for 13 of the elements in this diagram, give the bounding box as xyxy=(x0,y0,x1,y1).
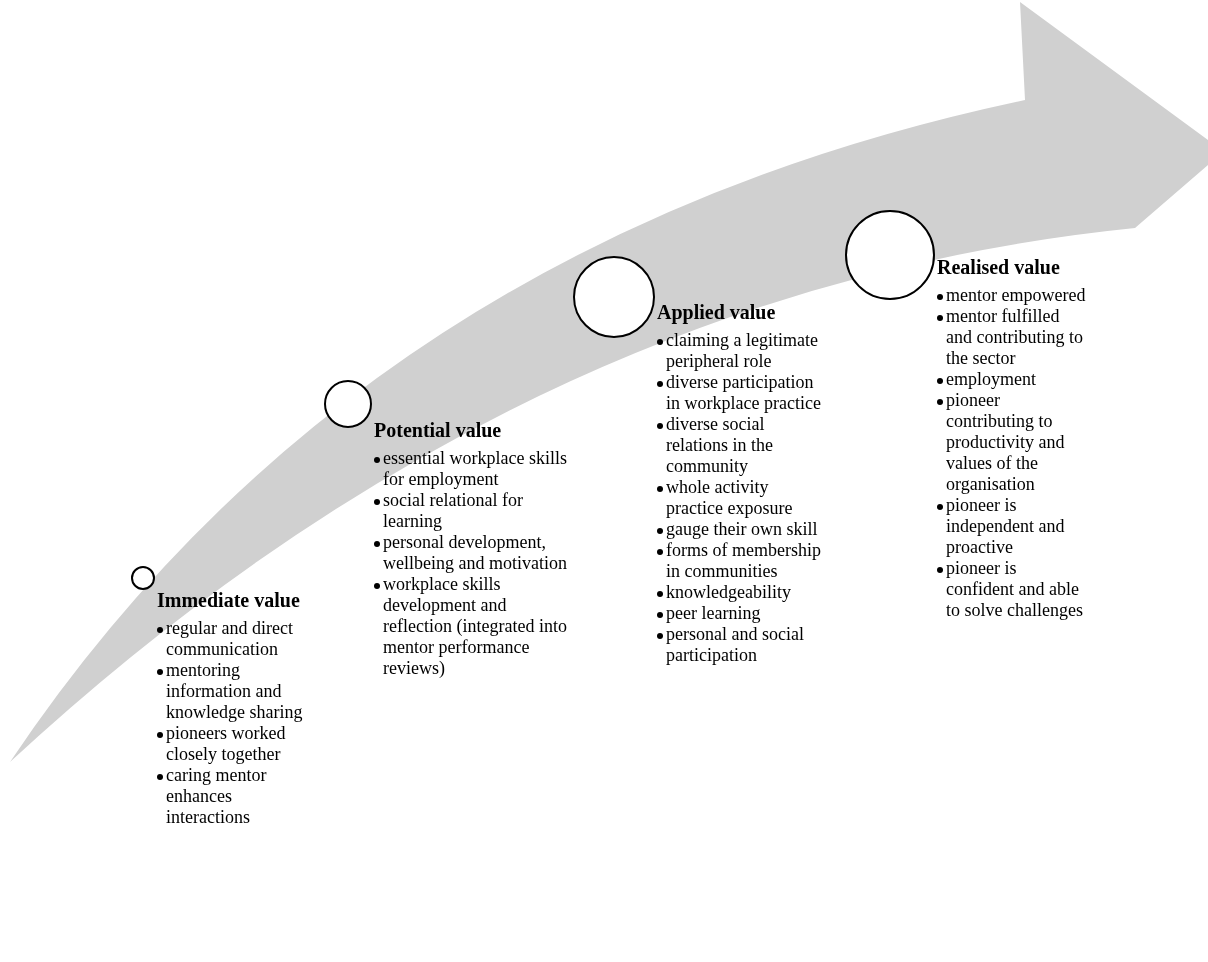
stage-heading: Potential value xyxy=(374,418,503,442)
bullet-text: peer learning xyxy=(666,603,761,624)
bullet-text: mentor empowered xyxy=(946,285,1086,306)
stage-heading: Realised value xyxy=(937,255,1061,279)
bullet-text: workplace skills development and reflection (integrated into mentor performance reviews) xyxy=(383,574,568,679)
bullet-text: caring mentor enhances interactions xyxy=(166,765,268,828)
bullet-text: gauge their own skill xyxy=(666,519,818,540)
stage-heading: Immediate value xyxy=(157,588,301,612)
bullet-text: employment xyxy=(946,369,1036,390)
bullet-text: knowledgeability xyxy=(666,582,791,603)
bullet-text: pioneer is confident and able to solve challenges xyxy=(946,558,1084,621)
bullet-text: personal and social participation xyxy=(666,624,805,666)
stage-heading: Applied value xyxy=(657,300,777,324)
